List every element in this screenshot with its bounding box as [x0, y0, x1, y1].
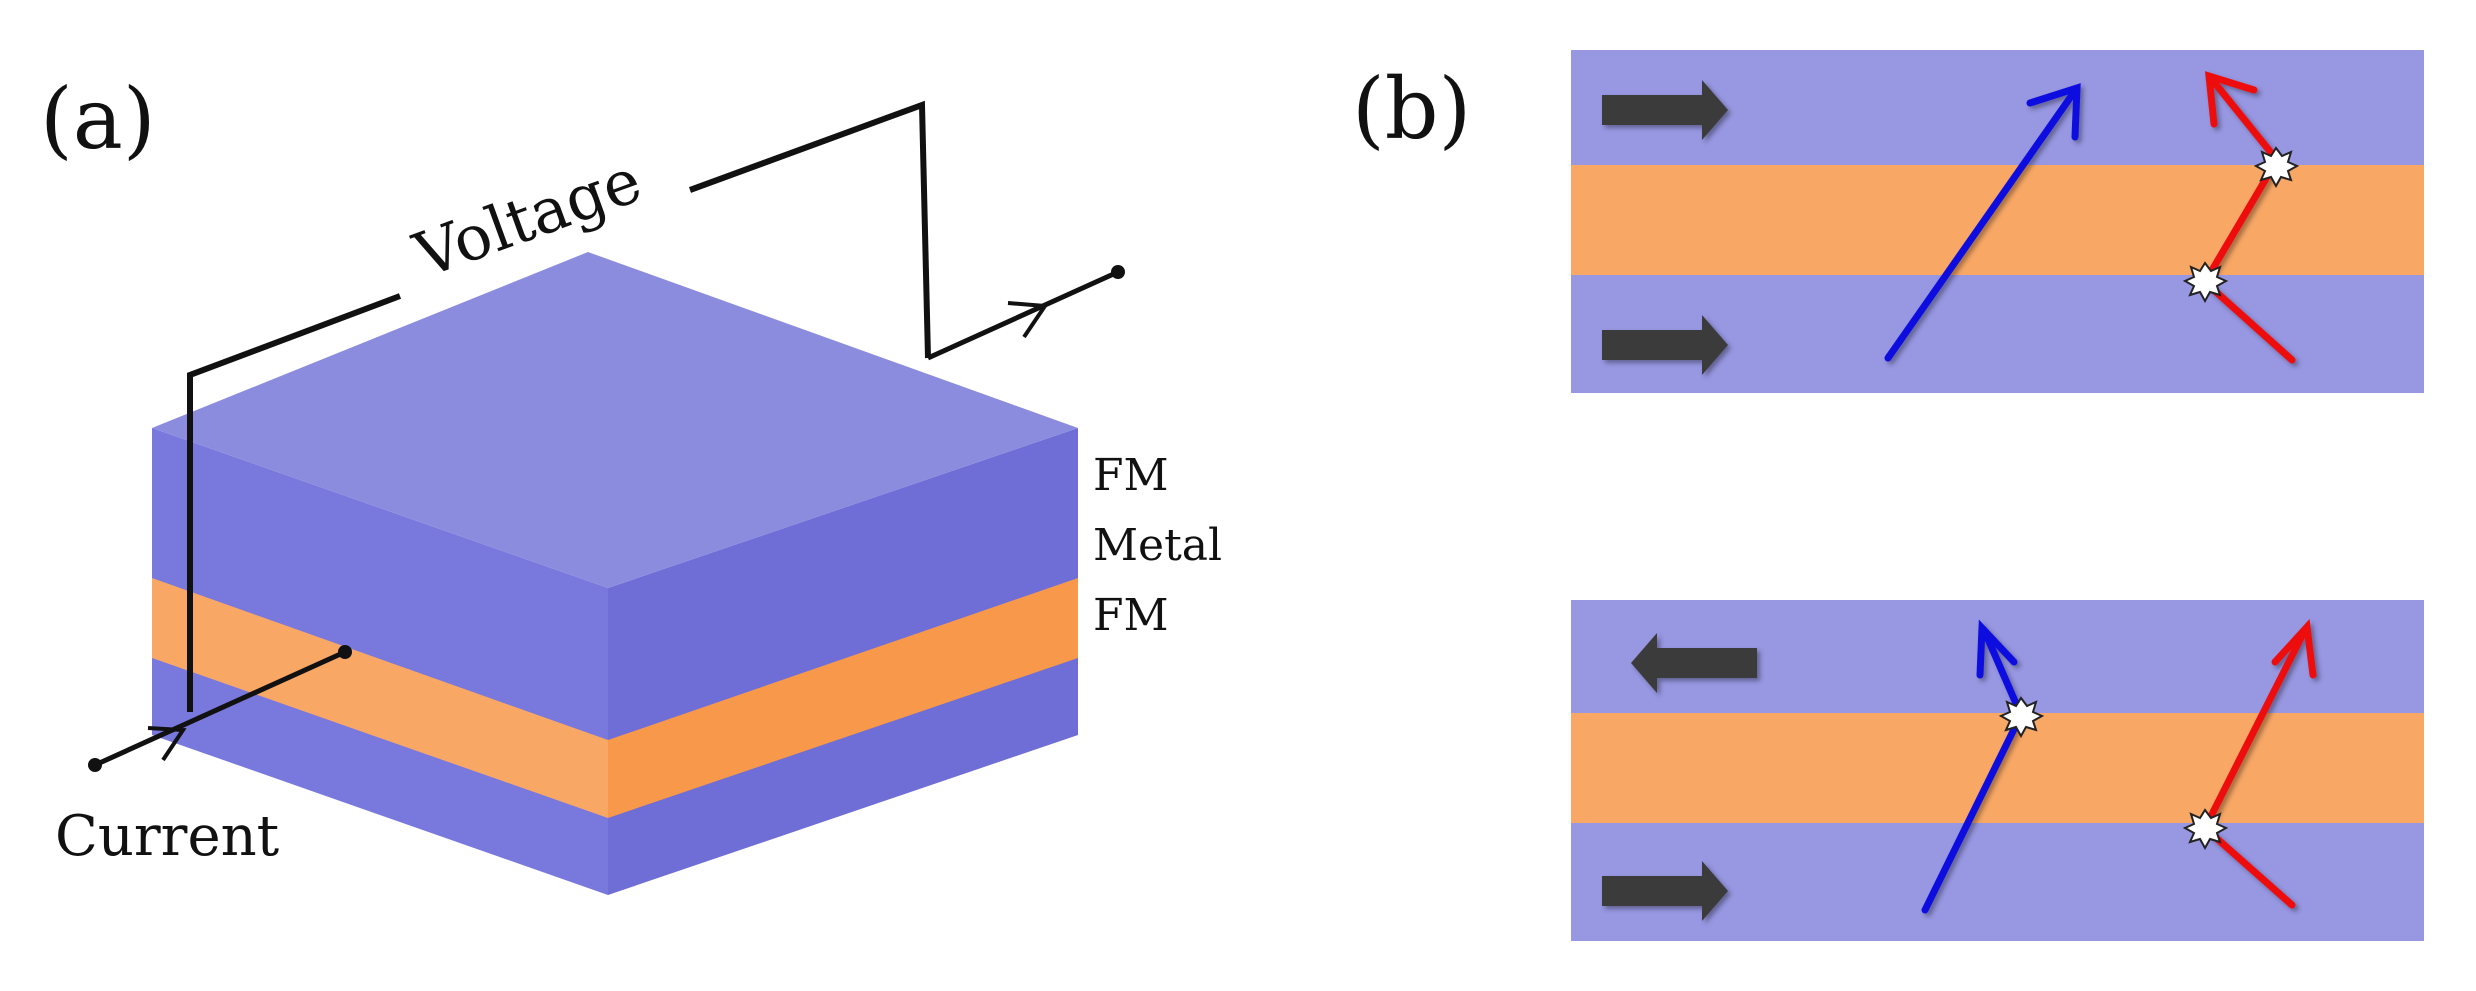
config1-red-arrowhead-icon — [2204, 71, 2258, 128]
config2-red-arrowhead-icon — [2271, 619, 2317, 679]
config1-bottom-magnetization-right-arrow-icon — [1602, 315, 1728, 375]
top-fm-top-face — [152, 252, 1078, 588]
voltage-output-arrow-icon — [1007, 301, 1049, 339]
layer-label-metal: Metal — [1093, 520, 1222, 571]
parallel-configuration — [1571, 50, 2424, 393]
layer-labels: FM Metal FM — [1093, 450, 1222, 641]
current-circuit: Current — [55, 645, 352, 869]
voltage-wire — [187, 293, 402, 712]
top-fm-front-face — [152, 428, 608, 740]
layer-label-bottom-fm: FM — [1093, 590, 1169, 641]
voltage-output-wire — [926, 269, 1120, 361]
config2-top-magnetization-left-arrow-icon — [1631, 633, 1757, 693]
current-end-dot — [338, 645, 352, 659]
config2-blue-scatter-burst-icon — [1998, 696, 2045, 739]
current-arrow-icon — [147, 726, 187, 762]
config1-scatter-burst-upper-icon — [2253, 146, 2300, 189]
panel-b: (b) — [1352, 50, 2424, 941]
layer-label-top-fm: FM — [1093, 450, 1169, 501]
config1-metal-layer — [1571, 165, 2424, 275]
antiparallel-configuration — [1571, 600, 2424, 941]
current-wire — [93, 649, 347, 768]
current-start-dot — [88, 758, 102, 772]
panel-a-label: (a) — [40, 70, 156, 168]
config1-top-magnetization-right-arrow-icon — [1602, 80, 1728, 140]
config2-bottom-magnetization-right-arrow-icon — [1602, 861, 1728, 921]
voltage-terminal-dot — [1111, 265, 1125, 279]
current-label: Current — [55, 804, 280, 869]
config1-blue-electron-path — [1884, 83, 2081, 362]
layer-stack — [152, 252, 1078, 895]
panel-b-label: (b) — [1352, 60, 1471, 158]
config2-red-scatter-burst-icon — [2182, 808, 2229, 851]
config2-blue-arrowhead-icon — [1976, 619, 2018, 679]
config1-scatter-burst-lower-icon — [2182, 261, 2229, 304]
voltage-wire-right — [688, 100, 931, 359]
top-fm-right-face — [608, 428, 1078, 740]
config1-red-electron-path — [2200, 71, 2296, 364]
config1-blue-arrowhead-icon — [2026, 83, 2081, 141]
panel-a: (a) Voltage — [40, 70, 1222, 895]
